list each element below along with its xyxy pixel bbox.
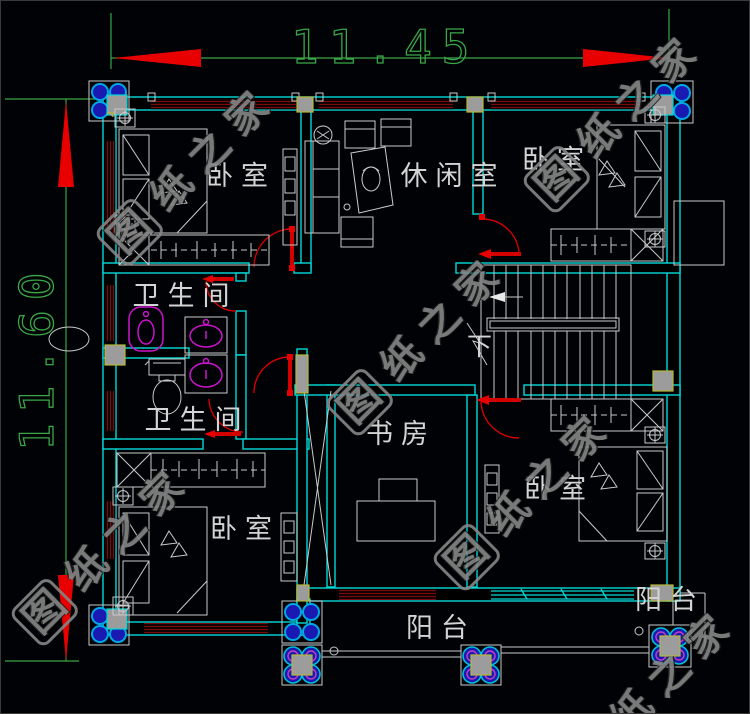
wall-column (466, 96, 484, 113)
dim-arrow-right (583, 49, 669, 67)
axis-bubble (48, 326, 90, 352)
dimension-height-label: 11.60 (10, 263, 64, 451)
balcony-column-3 (648, 624, 692, 668)
furniture-bedroom-top-right (550, 106, 666, 262)
dim-arrow-down (58, 575, 74, 661)
furniture-study (356, 478, 436, 542)
interior-walls (102, 109, 681, 624)
stairs-down-label: 下 (467, 332, 498, 361)
door-bathroom-lower (204, 398, 244, 438)
bathroom-fixtures (128, 306, 228, 415)
sink-lower (184, 354, 228, 394)
windows (105, 92, 646, 634)
window-bottom-cyan (491, 588, 634, 600)
dimension-width-label: 11.45 (291, 20, 479, 74)
wall-column (652, 370, 674, 392)
label-bathroom-upper: 卫生间 (133, 281, 238, 312)
label-balcony-bottom: 阳台 (406, 613, 476, 644)
door-bedroom-top-left (253, 226, 295, 271)
wall-column (104, 344, 126, 366)
balcony-railings (322, 200, 725, 658)
label-bedroom-bottom-right: 卧室 (524, 474, 594, 505)
label-bedroom-top-left: 卧室 (206, 161, 276, 192)
door-stair-hall (478, 214, 521, 259)
column-top-right (650, 80, 694, 124)
label-bathroom-lower: 卫生间 (145, 405, 250, 436)
balcony-column-2 (460, 644, 502, 686)
columns (88, 80, 694, 686)
doors (202, 214, 521, 439)
column-bottom-center-building (281, 600, 323, 644)
squat-toilet (128, 306, 164, 352)
sink-upper (184, 316, 228, 354)
wall-column (296, 96, 314, 113)
column-top-left (88, 80, 130, 122)
wall-column (296, 584, 310, 602)
dimension-top: 11.45 (110, 9, 670, 75)
stair-break-line (466, 322, 488, 366)
bay-platform (673, 200, 725, 266)
furniture-bedroom-bottom-left (112, 452, 298, 616)
dimension-left: 11.60 (5, 98, 97, 662)
stairs: 下 (466, 264, 632, 400)
door-bedroom-bottom-right (476, 395, 521, 439)
door-hall-nook (253, 354, 293, 396)
furniture-bedroom-bottom-right (484, 398, 668, 560)
furniture-bedroom-top-left (114, 108, 298, 266)
room-labels: 卧室 休闲室 卧室 卫生间 卫生间 书房 卧室 卧室 阳台 阳台 (133, 145, 705, 644)
balcony-column-1 (281, 644, 323, 686)
exterior-walls (102, 96, 681, 636)
dim-arrow-left (113, 49, 201, 67)
toilet (144, 358, 186, 415)
label-bedroom-top-right: 卧室 (522, 145, 592, 176)
door-bathroom-upper (202, 275, 237, 312)
furniture-leisure-room (304, 118, 412, 248)
label-study: 书房 (366, 419, 436, 450)
column-bottom-left (88, 604, 130, 646)
stair-direction-arrow (489, 292, 505, 302)
wall-column (650, 584, 674, 602)
dim-arrow-up (58, 101, 74, 187)
label-bedroom-bottom-left: 卧室 (210, 514, 280, 545)
shaft-void-x (303, 390, 332, 586)
window-frame-tabs (147, 92, 646, 102)
label-balcony-right: 阳台 (635, 585, 705, 616)
label-leisure-room: 休闲室 (401, 161, 506, 192)
wall-column (295, 354, 309, 394)
